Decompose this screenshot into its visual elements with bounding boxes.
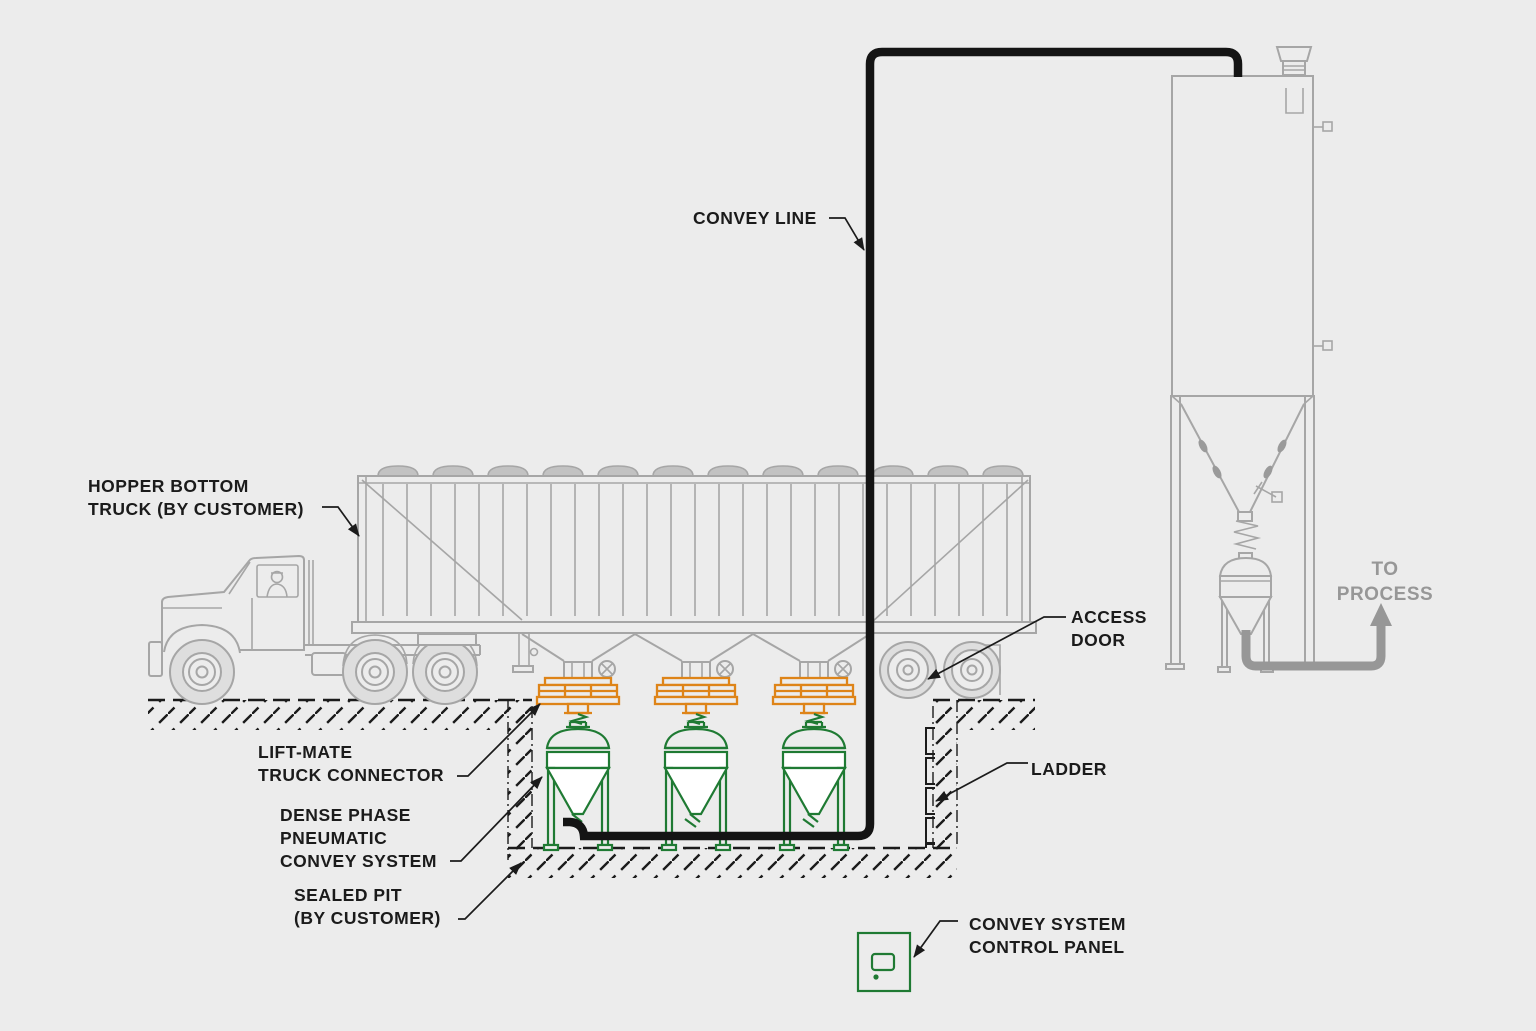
convey-vessel-3 — [778, 720, 850, 852]
trailer-hopper-slopes — [521, 632, 871, 662]
convey-vessel-1 — [542, 720, 614, 852]
gate-handwheel-3 — [834, 660, 852, 678]
truck-fuel-tank — [311, 652, 347, 676]
pit-right-wall — [933, 700, 957, 848]
truck-driver — [266, 570, 288, 598]
leader-sealed-pit — [458, 862, 522, 920]
trailer-wheel-1 — [879, 641, 937, 699]
storage-silo — [1165, 46, 1392, 673]
leader-hopper-truck — [322, 506, 360, 537]
silo-transporter-vessel — [1217, 552, 1274, 673]
truck-front-wheel — [169, 639, 235, 705]
lift-mate-connector-2 — [653, 676, 739, 726]
control-panel-enclosure — [856, 931, 912, 993]
trailer-body-lines — [358, 476, 1030, 622]
hopper-trailer — [351, 465, 1037, 699]
trailer-discharge-gates — [563, 660, 852, 679]
truck-exhaust-stack — [308, 560, 314, 645]
truck-bumper — [148, 641, 163, 677]
label-hopper-truck-line2: TRUCK (BY CUSTOMER) — [88, 499, 304, 519]
trailer-bottom-rail — [351, 621, 1037, 634]
gate-handwheel-1 — [598, 660, 616, 678]
label-dense-phase-line1: DENSE PHASE — [280, 805, 411, 825]
truck-window — [256, 564, 299, 598]
label-control-panel-line1: CONVEY SYSTEM — [969, 914, 1126, 934]
label-ladder: LADDER — [1031, 759, 1107, 779]
truck-cab-lines — [162, 561, 253, 650]
leader-ladder — [935, 762, 1028, 802]
label-dense-phase-line3: CONVEY SYSTEM — [280, 851, 437, 871]
leader-access-door — [927, 616, 1066, 680]
fifth-wheel — [417, 633, 477, 646]
silo-cone — [1171, 395, 1314, 550]
label-dense-phase-line2: PNEUMATIC — [280, 828, 387, 848]
pit-ladder — [925, 727, 936, 848]
label-sealed-pit-line2: (BY CUSTOMER) — [294, 908, 441, 928]
control-panel — [856, 931, 912, 993]
label-access-door-line2: DOOR — [1071, 630, 1126, 650]
label-control-panel: CONVEY SYSTEM CONTROL PANEL — [969, 914, 1126, 957]
leader-control-panel — [913, 920, 958, 958]
pit-floor — [508, 848, 957, 878]
truck-cab — [148, 554, 481, 705]
label-lift-mate-line2: TRUCK CONNECTOR — [258, 765, 444, 785]
leader-lines — [322, 217, 1066, 958]
label-access-door: ACCESS DOOR — [1071, 607, 1147, 650]
label-hopper-truck: HOPPER BOTTOM TRUCK (BY CUSTOMER) — [88, 476, 304, 519]
convey-line-pipe — [563, 47, 1243, 841]
label-access-door-line1: ACCESS — [1071, 607, 1147, 627]
control-panel-screen — [870, 952, 896, 972]
silo-vent-filter — [1275, 46, 1313, 114]
truck-drive-wheel-2 — [412, 639, 478, 705]
silo-body — [1171, 75, 1314, 397]
label-hopper-truck-line1: HOPPER BOTTOM — [88, 476, 249, 496]
control-panel-button — [873, 974, 879, 980]
label-dense-phase: DENSE PHASE PNEUMATIC CONVEY SYSTEM — [280, 805, 437, 871]
label-to-process-line2: PROCESS — [1337, 584, 1433, 605]
trailer-landing-gear — [512, 634, 539, 673]
silo-level-sensors — [1313, 121, 1333, 351]
label-to-process-line1: TO — [1371, 559, 1398, 580]
ground-and-pit — [148, 698, 1035, 878]
to-process-arrowhead — [1370, 603, 1392, 626]
label-lift-mate: LIFT-MATE TRUCK CONNECTOR — [258, 742, 444, 785]
truck-front-fender — [163, 623, 241, 654]
label-lift-mate-line1: LIFT-MATE — [258, 742, 353, 762]
label-sealed-pit-line1: SEALED PIT — [294, 885, 402, 905]
silo-cone-valve — [1253, 481, 1283, 503]
convey-vessel-2 — [660, 720, 732, 852]
to-process-pipe — [1241, 624, 1386, 671]
lift-mate-connector-1 — [535, 676, 621, 726]
leader-dense-phase — [450, 776, 543, 862]
silo-outlet — [1237, 511, 1253, 522]
leader-lift-mate — [457, 703, 541, 777]
trailer-end-slopes — [361, 479, 1029, 623]
silo-flex-connector — [1232, 520, 1262, 550]
pit-left-wall — [508, 700, 532, 860]
label-to-process: TO PROCESS — [1337, 559, 1433, 605]
labels: HOPPER BOTTOM TRUCK (BY CUSTOMER) CONVEY… — [88, 208, 1433, 957]
truck-cab-outline — [161, 554, 305, 651]
leader-convey-line — [829, 217, 865, 251]
gate-handwheel-2 — [716, 660, 734, 678]
label-convey-line: CONVEY LINE — [693, 208, 817, 228]
lift-mate-connectors — [535, 676, 857, 726]
trailer-body — [357, 475, 1031, 623]
ground-left-hatch — [148, 700, 532, 730]
truck-drive-wheel-1 — [342, 639, 408, 705]
dense-phase-vessels — [542, 720, 850, 852]
label-control-panel-line2: CONTROL PANEL — [969, 937, 1125, 957]
label-sealed-pit: SEALED PIT (BY CUSTOMER) — [294, 885, 441, 928]
trailer-ribs — [382, 484, 1008, 616]
trailer-wheel-2 — [943, 641, 1001, 699]
lift-mate-connector-3 — [771, 676, 857, 726]
